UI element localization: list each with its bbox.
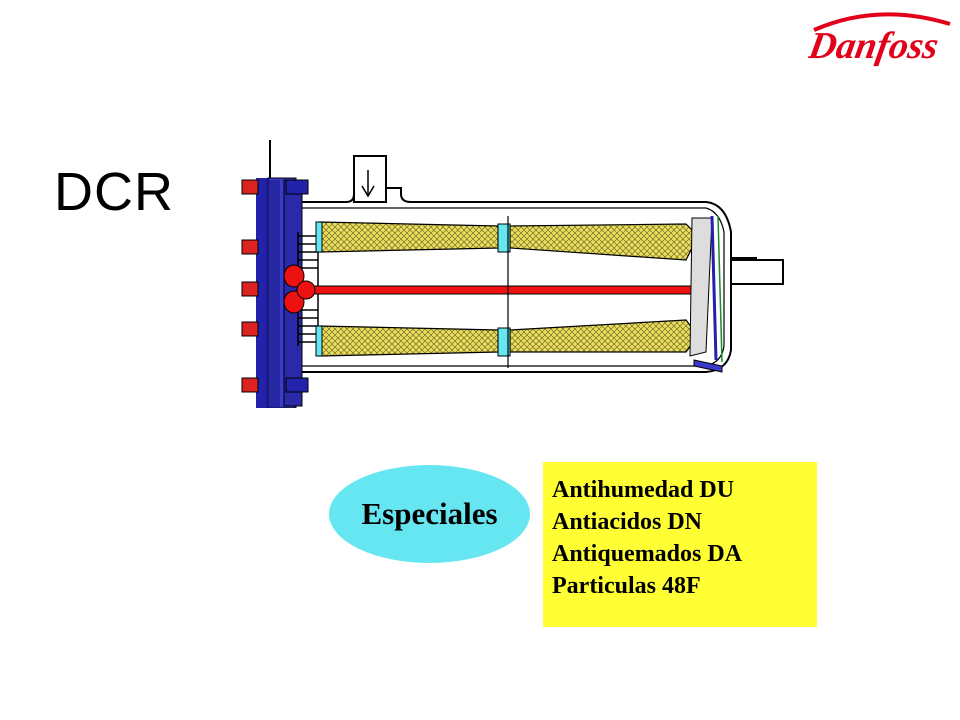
outlet-port — [730, 259, 784, 285]
danfoss-logo: Danfoss — [808, 12, 951, 67]
special-item: Antiacidos DN — [552, 508, 703, 535]
wing-nut — [296, 280, 316, 300]
especiales-label: Especiales — [361, 496, 498, 531]
special-types-box: Antihumedad DU Antiacidos DN Antiquemado… — [543, 462, 817, 627]
special-item: Antihumedad DU — [552, 477, 735, 503]
flange-left — [256, 178, 268, 408]
brand-name: Danfoss — [808, 25, 942, 67]
center-rod — [297, 285, 709, 295]
inlet-port — [353, 155, 387, 203]
special-item: Particulas 48F — [552, 572, 701, 599]
especiales-oval: Especiales — [329, 465, 530, 563]
flange-bolts — [241, 179, 259, 393]
dcr-filter-diagram — [241, 140, 784, 408]
page-title: DCR — [54, 162, 174, 222]
filter-cores — [319, 221, 699, 357]
end-mesh — [689, 217, 713, 357]
special-item: Antiquemados DA — [552, 540, 743, 567]
